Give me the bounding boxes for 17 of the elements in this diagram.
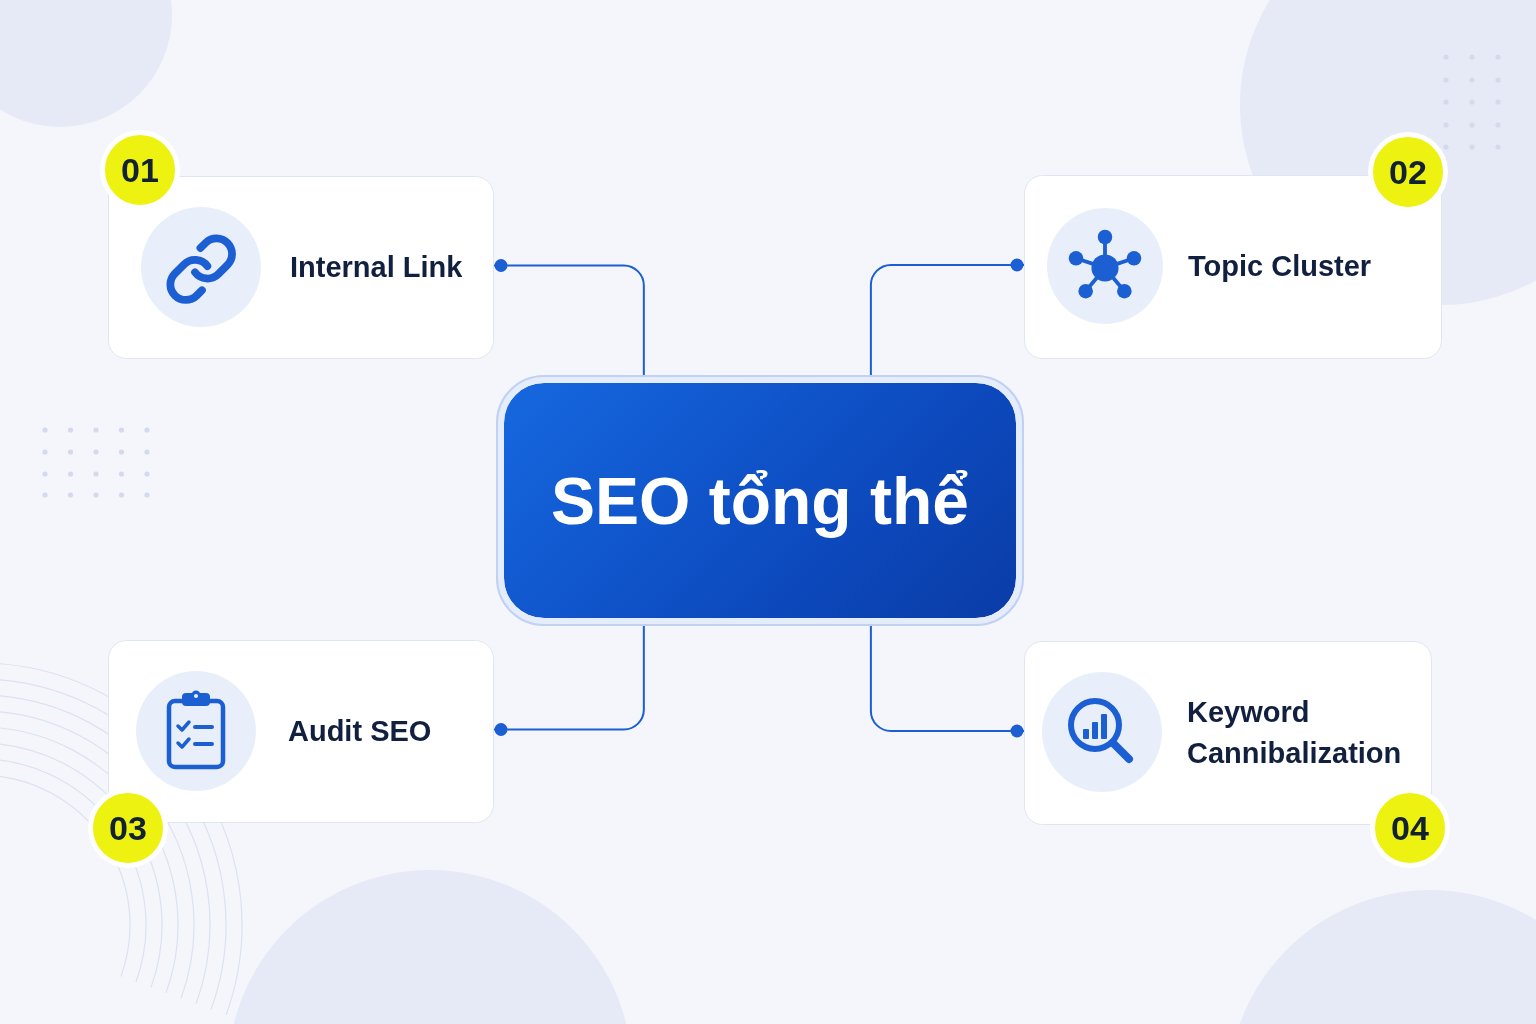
step-number: 02	[1388, 151, 1428, 193]
step-number: 04	[1390, 807, 1430, 849]
topic-card	[88, 640, 494, 868]
connector-line	[869, 625, 1025, 738]
topic-card	[1024, 132, 1448, 359]
step-number: 01	[120, 149, 160, 191]
card-label: Audit SEO	[288, 713, 433, 749]
step-number: 03	[108, 807, 148, 849]
card-label: Internal Link	[290, 249, 464, 285]
connector-line	[493, 625, 645, 736]
main-topic-box: SEO tổng thể	[496, 375, 1024, 626]
card-label: Topic Cluster	[1188, 249, 1373, 285]
connector-line	[493, 259, 645, 376]
topic-card	[1024, 641, 1450, 868]
topic-card	[100, 130, 494, 359]
card-label: Keyword Cannibalization	[1187, 694, 1403, 771]
connector-line	[869, 258, 1025, 376]
